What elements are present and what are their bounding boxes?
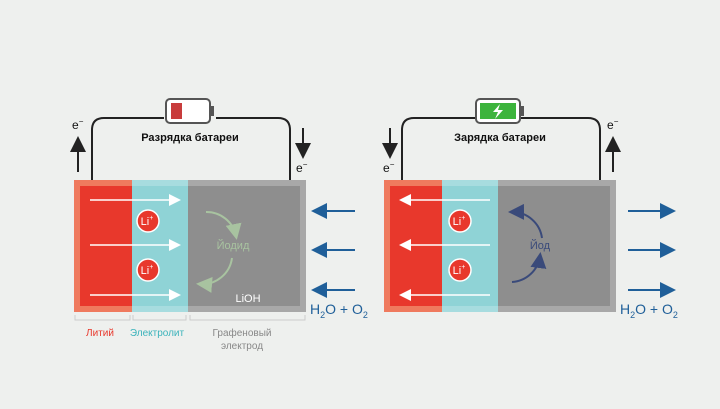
reaction-cycle-arrow: [511, 252, 547, 283]
legend-bracket: [132, 315, 187, 321]
legend-electrode: электрод: [221, 341, 263, 352]
svg-text:Li+: Li+: [453, 264, 466, 277]
reaction-label: Йод: [530, 239, 551, 252]
electron-label: e−: [383, 160, 395, 175]
svg-text:Li+: Li+: [453, 215, 466, 228]
charge-title: Зарядка батареи: [454, 132, 546, 144]
reaction-cycle-arrow: [205, 210, 242, 240]
lithium-ion: Li+: [136, 209, 160, 233]
charge-circuit-wire: [401, 117, 601, 182]
gas-formula: H2O + O2: [620, 301, 678, 320]
legend-bracket: [189, 315, 306, 321]
charge-panel: Зарядка батареи e− e− Li+ Li+ Йод H2O + …: [382, 98, 678, 320]
svg-text:Li+: Li+: [141, 215, 154, 228]
discharge-circuit-wire: [91, 117, 291, 182]
legend-bracket: [74, 315, 131, 321]
lithium-ion: Li+: [136, 258, 160, 282]
battery-charging-icon: [475, 98, 524, 124]
svg-text:Li+: Li+: [141, 264, 154, 277]
product-label: LiOH: [235, 293, 260, 305]
lithium-ion: Li+: [448, 258, 472, 282]
reaction-cycle-arrow: [508, 203, 543, 239]
legend-lithium: Литий: [86, 328, 114, 339]
electron-label: e−: [607, 117, 619, 132]
discharge-title: Разрядка батареи: [141, 132, 239, 144]
reaction-cycle-arrow: [196, 257, 233, 293]
electron-label: e−: [296, 160, 308, 175]
discharge-panel: Разрядка батареи e− e− Li+ Li+ Йодид LiO…: [70, 98, 368, 352]
electron-label: e−: [72, 117, 84, 132]
gas-formula: H2O + O2: [310, 301, 368, 320]
reaction-label: Йодид: [217, 239, 250, 252]
legend-electrolyte: Электролит: [130, 328, 185, 339]
lithium-ion: Li+: [448, 209, 472, 233]
legend-electrode: Графеновый: [213, 327, 272, 339]
battery-low-icon: [165, 98, 214, 124]
